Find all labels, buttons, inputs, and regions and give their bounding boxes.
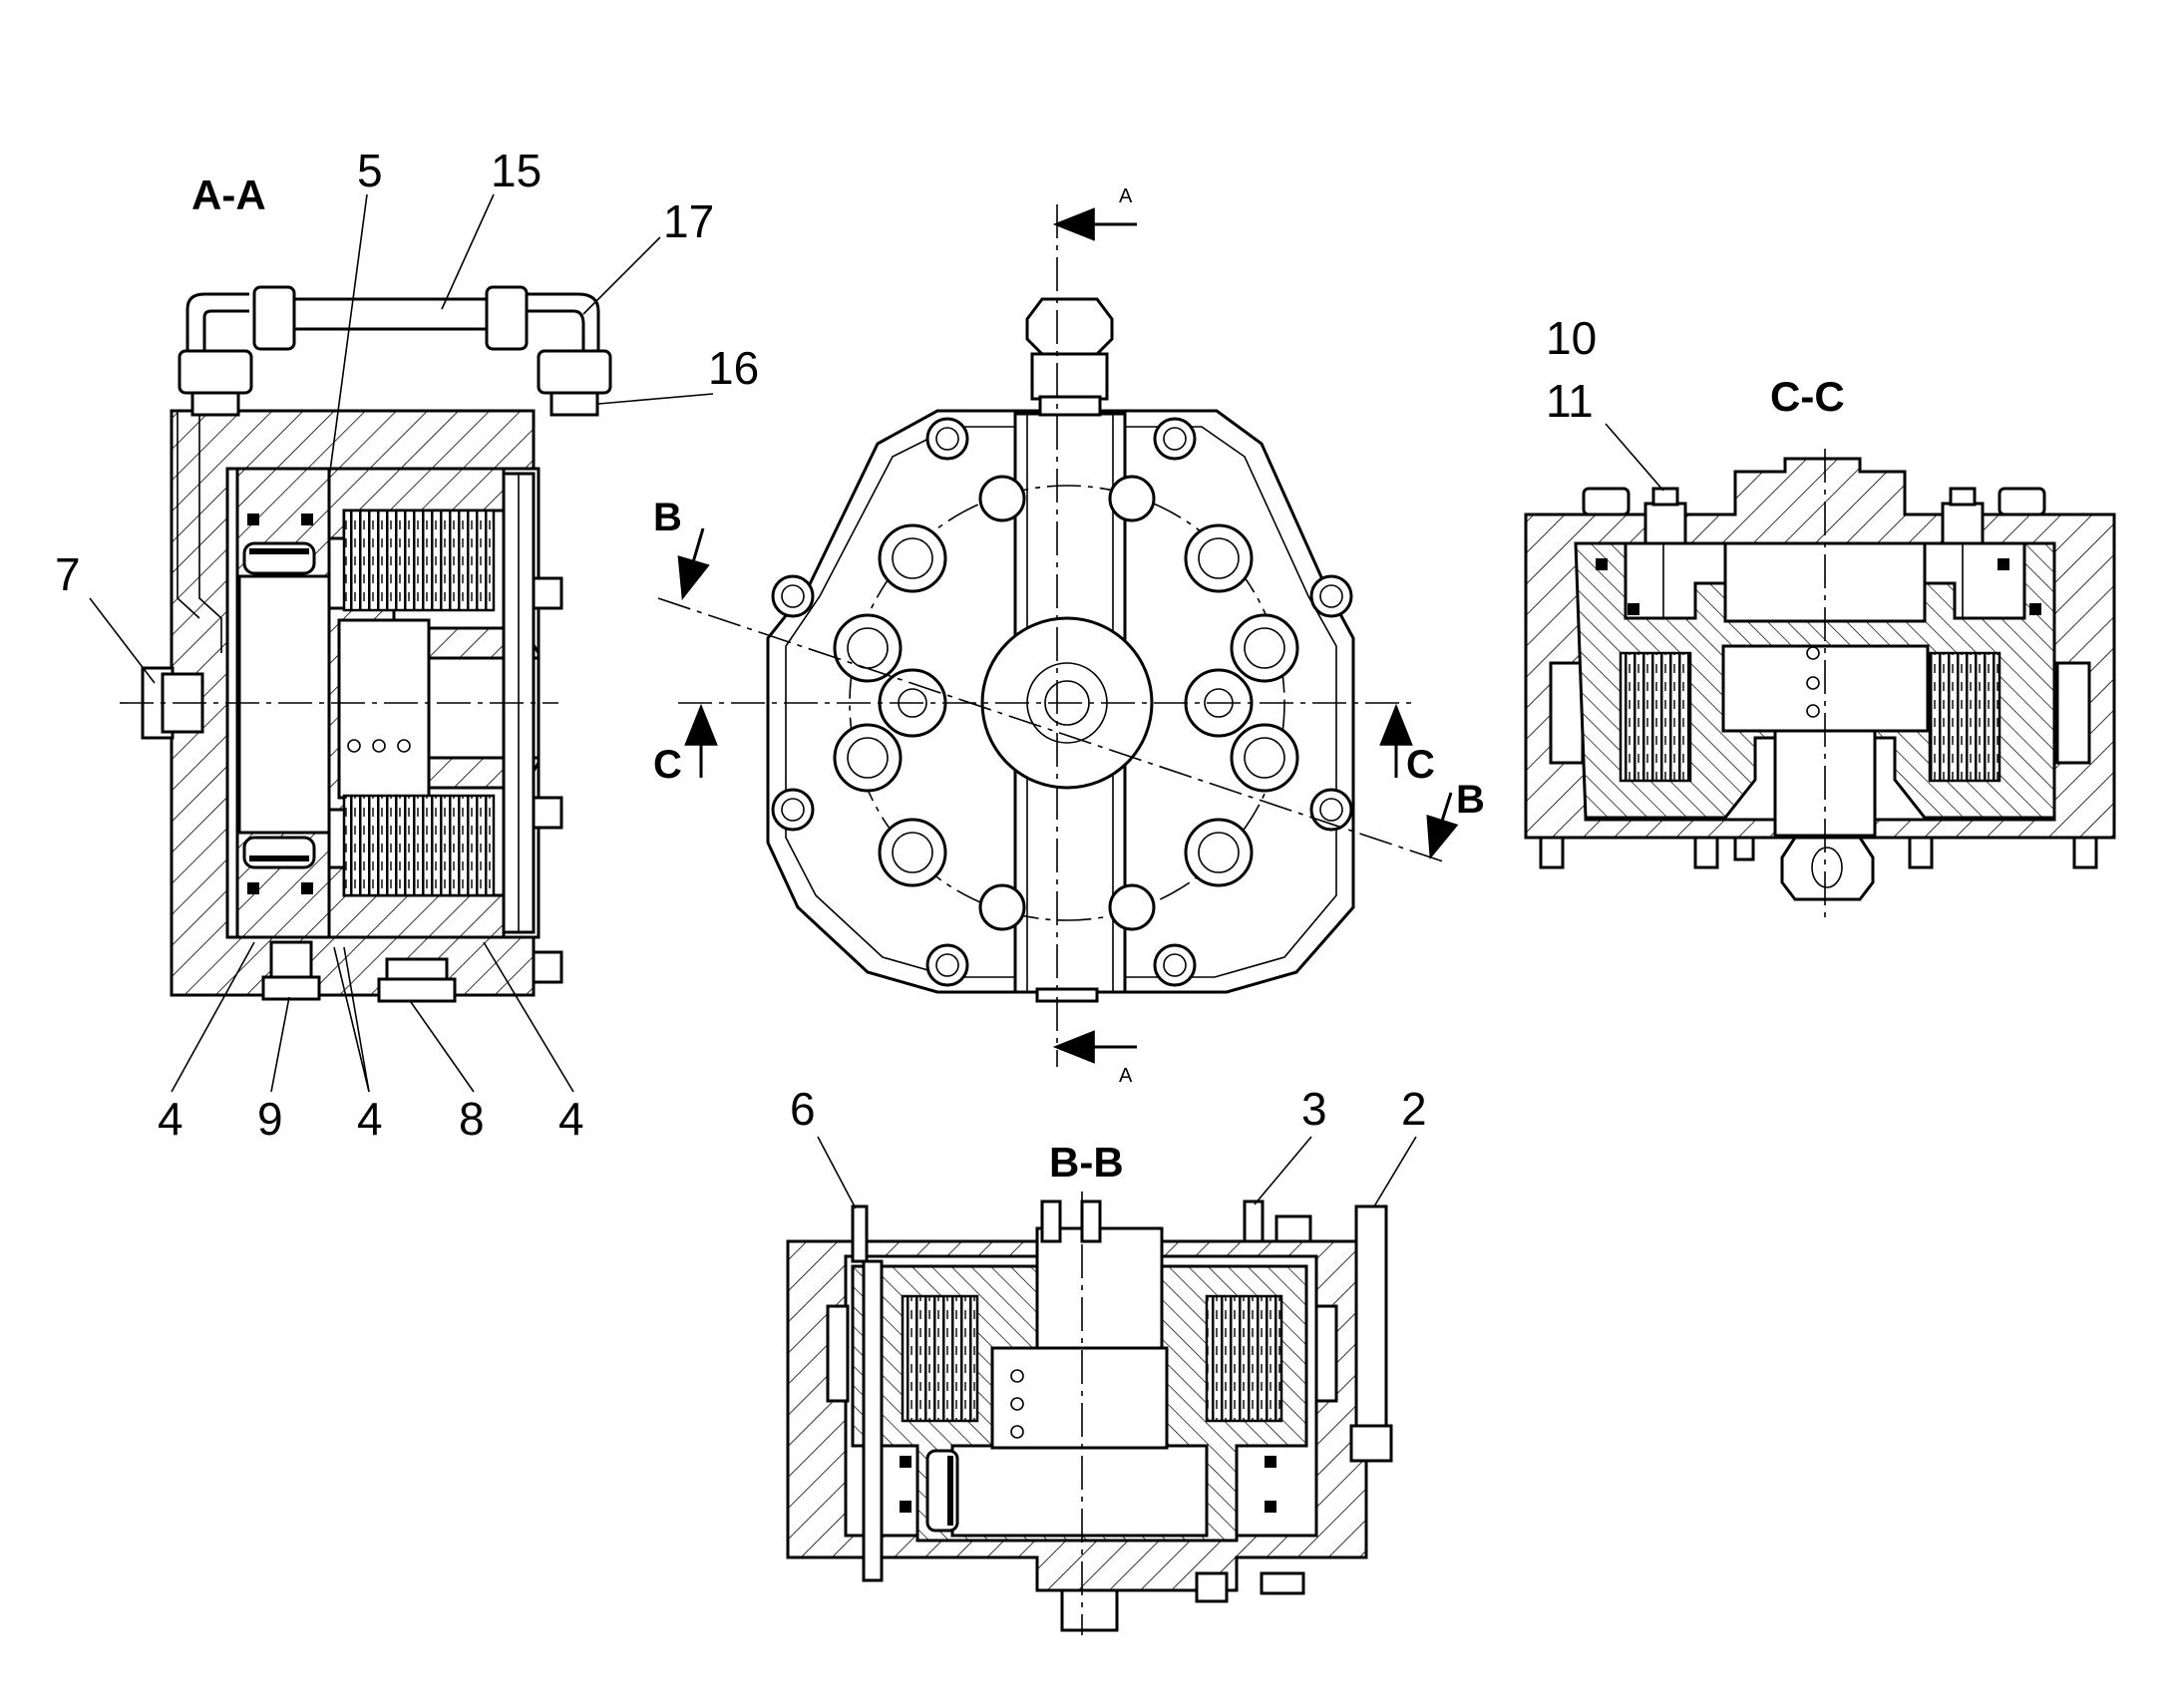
section-title-c-c: C-C — [1770, 373, 1845, 420]
callout-4-right: 4 — [558, 1093, 584, 1145]
section-c-c-view — [1524, 449, 2116, 917]
section-a-a-view — [120, 285, 612, 1003]
callout-9: 9 — [257, 1093, 283, 1145]
callout-16: 16 — [708, 342, 759, 394]
callout-8: 8 — [459, 1093, 485, 1145]
front-view — [657, 204, 1459, 1067]
callout-3: 3 — [1301, 1083, 1327, 1135]
callout-5: 5 — [357, 145, 383, 196]
callout-4-left: 4 — [158, 1093, 183, 1145]
callout-7: 7 — [55, 548, 81, 600]
cut-label-c-right: C — [1406, 743, 1435, 787]
cut-label-b-right: B — [1456, 778, 1485, 822]
callout-6: 6 — [790, 1083, 816, 1135]
callout-4-middle: 4 — [357, 1093, 383, 1145]
callout-11: 11 — [1546, 375, 1594, 427]
leader-lines — [89, 193, 1664, 1209]
cut-label-a-top: A — [1119, 185, 1133, 207]
callout-15: 15 — [491, 145, 542, 196]
part-callouts: 5 15 17 16 7 4 9 4 8 4 10 11 6 3 2 — [55, 145, 1597, 1145]
cut-label-c-left: C — [653, 743, 682, 787]
section-title-b-b: B-B — [1049, 1139, 1124, 1186]
cut-plane-labels: A A B B C C — [653, 185, 1485, 1087]
cut-label-a-bottom: A — [1119, 1065, 1133, 1087]
section-title-a-a: A-A — [191, 171, 266, 218]
callout-10: 10 — [1546, 312, 1597, 364]
callout-17: 17 — [663, 195, 714, 247]
cut-label-b-left: B — [653, 496, 682, 539]
section-titles: A-A B-B C-C — [191, 171, 1845, 1186]
callout-2: 2 — [1401, 1083, 1427, 1135]
section-b-b-view — [786, 1192, 1393, 1635]
